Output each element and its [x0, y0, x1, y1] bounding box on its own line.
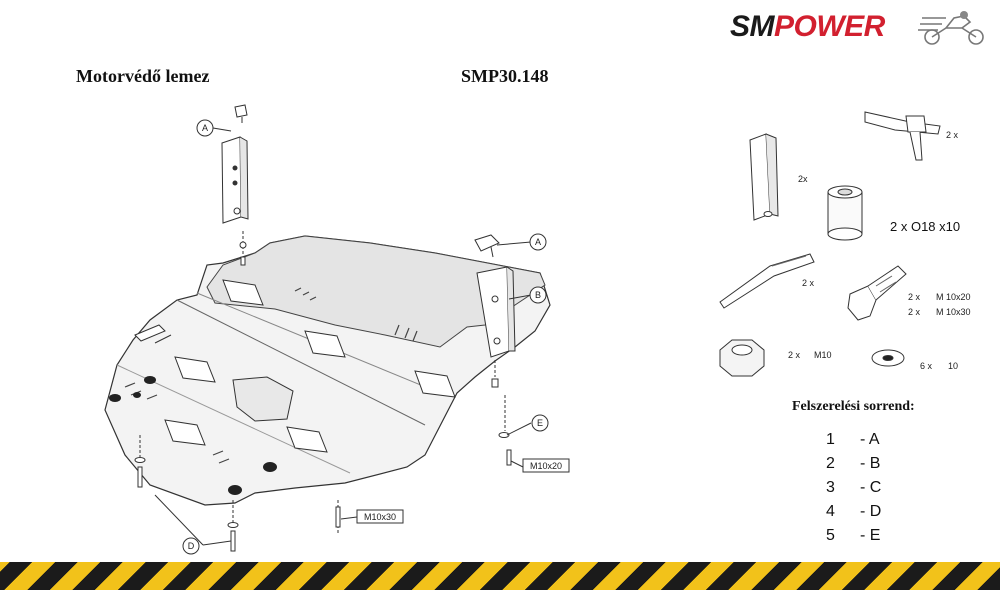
- bracket-left: [221, 104, 249, 266]
- sequence-num: 5: [826, 527, 835, 544]
- sequence-row: 5 - E: [826, 524, 926, 548]
- parts-list: 2x 2 x 2 x O18 x10 2 x 2 x M 10x20 2 x M…: [710, 96, 995, 386]
- sequence-letter: - C: [860, 479, 882, 496]
- sequence-row: 3 - C: [826, 476, 926, 500]
- nut-size: M10: [814, 350, 832, 360]
- bolt-label-right: M10x20: [530, 461, 562, 471]
- brand-logo: SMPOWER: [728, 6, 996, 48]
- callout-a-top: A: [202, 123, 208, 133]
- product-title: Motorvédő lemez: [76, 66, 210, 86]
- sequence-row: 4 - D: [826, 500, 926, 524]
- motorcycle-rider-icon: [918, 11, 984, 45]
- sequence-title: Felszerelési sorrend:: [792, 399, 915, 414]
- sequence-num: 1: [826, 431, 835, 448]
- bolt-qty-2: 2 x: [908, 307, 921, 317]
- product-code: SMP30.148: [461, 66, 549, 86]
- bracket-right: [474, 234, 516, 388]
- sequence-letter: - D: [860, 503, 882, 520]
- nut-qty: 2 x: [788, 350, 801, 360]
- callout-b: B: [535, 290, 541, 300]
- bracket-qty: 2x: [798, 174, 808, 184]
- clamp-part: [864, 111, 941, 135]
- sequence-letter: - A: [860, 431, 880, 448]
- logo-power: POWER: [774, 10, 885, 43]
- sequence-letter: - E: [860, 527, 881, 544]
- sequence-num: 4: [826, 503, 835, 520]
- strip-qty: 2 x: [802, 278, 815, 288]
- sequence-list: 1 - A 2 - B 3 - C 4 - D 5 - E: [826, 428, 926, 548]
- washer-qty: 6 x: [920, 361, 933, 371]
- sequence-row: 1 - A: [826, 428, 926, 452]
- plate-top-band: [206, 235, 546, 348]
- clamp-qty: 2 x: [946, 130, 959, 140]
- assembly-diagram: A A B E D M10x20 M10x30: [104, 104, 570, 555]
- logo-sm: SM: [730, 10, 775, 43]
- sequence-num: 3: [826, 479, 835, 496]
- bolts-d: [134, 435, 239, 552]
- hazard-stripe: [0, 562, 1000, 590]
- strip-part: [719, 253, 815, 309]
- bolt-size-1: M 10x20: [936, 292, 971, 302]
- bolts-e: [498, 395, 512, 466]
- bolt-qty-1: 2 x: [908, 292, 921, 302]
- callout-d: D: [188, 541, 195, 551]
- bolt-size-2: M 10x30: [936, 307, 971, 317]
- parts-drawings: [719, 111, 941, 377]
- callout-a-right: A: [535, 237, 541, 247]
- callout-e: E: [537, 418, 543, 428]
- sequence-row: 2 - B: [826, 452, 926, 476]
- logo-text: SMPOWER: [730, 10, 885, 44]
- sequence-num: 2: [826, 455, 835, 472]
- nut-part: [719, 339, 765, 377]
- spacer-label: 2 x O18 x10: [890, 219, 961, 234]
- bolt-m10x30: [335, 500, 341, 535]
- bolt-label-bottom: M10x30: [364, 512, 396, 522]
- sequence-letter: - B: [860, 455, 881, 472]
- vent-slots: [164, 279, 456, 453]
- washer-size: 10: [948, 361, 959, 371]
